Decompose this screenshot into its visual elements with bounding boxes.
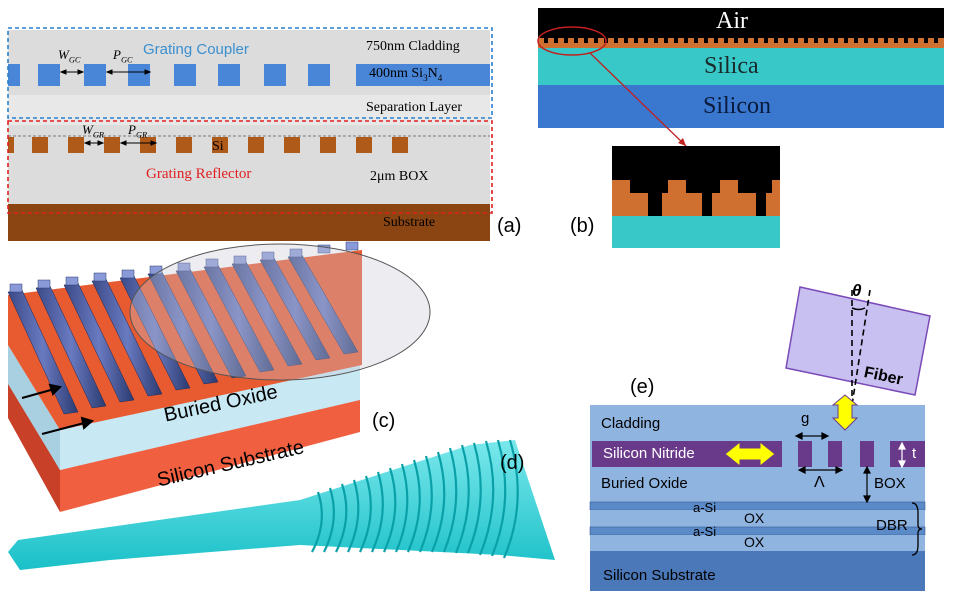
- e-dbr-label: DBR: [876, 517, 908, 534]
- wgr-label: WGR: [82, 122, 105, 140]
- e-asi2-label: a-Si: [693, 524, 717, 539]
- e-silicon-nitride-label: Silicon Nitride: [603, 445, 695, 462]
- panel-a-letter: (a): [497, 215, 522, 237]
- e-ox1-label: OX: [744, 510, 765, 526]
- e-box-label: BOX: [874, 475, 906, 492]
- panel-d-letter: (d): [500, 452, 525, 474]
- pgr-label: PGR: [128, 122, 148, 140]
- yellow-arrows: [724, 394, 859, 468]
- gr-dashed-box: [7, 120, 493, 214]
- e-asi1-label: a-Si: [693, 500, 717, 515]
- e-buried-oxide-label: Buried Oxide: [601, 475, 688, 492]
- waveguide-ridges: [7, 254, 359, 415]
- e-theta-label: θ: [852, 281, 862, 300]
- si-label: Si: [212, 139, 224, 154]
- e-silicon-substrate-label: Silicon Substrate: [603, 567, 716, 584]
- cladding-label: 750nm Cladding: [366, 39, 460, 54]
- grating-coupler-label: Grating Coupler: [143, 41, 249, 58]
- sin-layer-label: 400nm Si3N4: [369, 66, 443, 83]
- e-lambda-label: Λ: [814, 474, 825, 491]
- silicon-label: Silicon: [703, 93, 772, 119]
- silica-label: Silica: [704, 53, 759, 79]
- zoom-circle: [537, 26, 607, 56]
- substrate-label: Substrate: [383, 215, 436, 230]
- e-cladding-label: Cladding: [601, 415, 661, 432]
- fiber-spot: [129, 243, 431, 381]
- e-ox2-label: OX: [744, 534, 765, 550]
- panel-c-letter: (c): [372, 410, 396, 432]
- zoom-inset: [612, 146, 780, 248]
- box-label: 2μm BOX: [370, 169, 429, 184]
- e-g-label: g: [801, 410, 810, 427]
- fiber-block: [785, 286, 931, 396]
- gr-teeth: [8, 137, 408, 153]
- wgc-label: WGC: [58, 47, 81, 65]
- separation-layer-label: Separation Layer: [366, 100, 463, 115]
- e-t-label: t: [912, 445, 917, 462]
- pgc-label: PGC: [113, 47, 133, 65]
- panel-e-letter: (e): [630, 376, 655, 398]
- gc-dashed-box: [7, 27, 493, 119]
- panel-b-letter: (b): [570, 215, 595, 237]
- grating-reflector-label: Grating Reflector: [146, 166, 252, 182]
- air-label: Air: [716, 8, 748, 34]
